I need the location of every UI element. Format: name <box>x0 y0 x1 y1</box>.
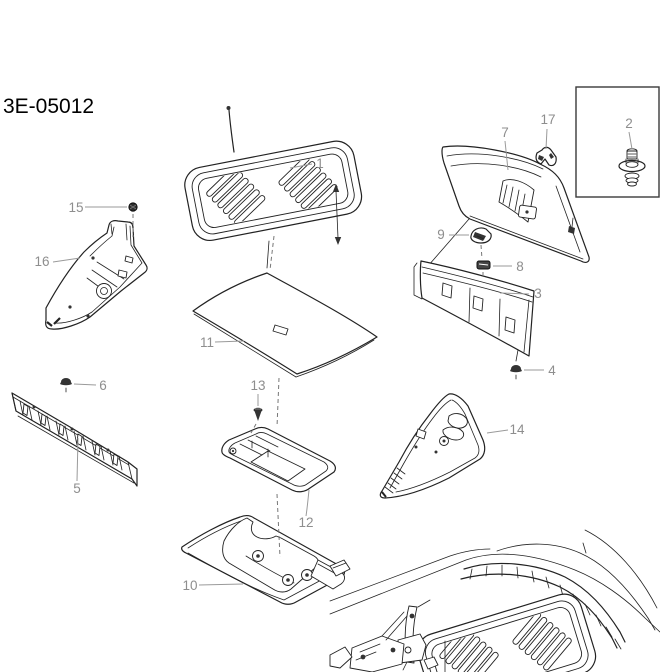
callout-15: 15 <box>68 200 83 215</box>
callout-2: 2 <box>625 116 633 131</box>
callout-16: 16 <box>34 254 49 269</box>
callout-13: 13 <box>250 378 265 393</box>
part-16-left-quarter-trim-drawing <box>45 220 148 330</box>
callout-17: 17 <box>540 112 555 127</box>
assembly-dashed-lines <box>132 214 484 558</box>
screw-13-drawing <box>253 407 263 421</box>
part-11-floor-board-drawing <box>192 240 378 378</box>
trunk-hinge-cluster <box>329 599 439 672</box>
diagram-code: 3E-05012 <box>3 95 94 118</box>
pushpin-2-drawing <box>618 148 646 187</box>
part-7-tailgate-trim-drawing <box>427 145 590 267</box>
leader-lines <box>52 128 633 586</box>
part-12-storage-tray-drawing <box>221 426 336 493</box>
part-10-floor-panel-drawing <box>181 515 346 605</box>
callout-3: 3 <box>534 286 542 301</box>
callout-6: 6 <box>99 378 107 393</box>
callout-5: 5 <box>73 481 81 496</box>
screw-6-drawing <box>60 378 72 393</box>
detail-box <box>575 86 660 198</box>
callout-labels: 1 2 3 4 5 6 7 8 9 10 11 12 13 14 15 16 1… <box>34 112 632 593</box>
clip-17-drawing <box>535 146 557 167</box>
callout-7: 7 <box>501 125 509 140</box>
callout-9: 9 <box>437 227 445 242</box>
clip-8-drawing <box>476 260 491 270</box>
callout-8: 8 <box>516 259 524 274</box>
clip-9-drawing <box>470 227 492 244</box>
screw-4-drawing <box>510 349 522 380</box>
fastener-15-drawing <box>128 202 138 212</box>
assembled-trunk-view <box>329 529 660 672</box>
callout-14: 14 <box>509 422 525 437</box>
callout-1: 1 <box>316 156 324 171</box>
part-14-right-quarter-trim-drawing <box>379 393 486 499</box>
part-1-parcel-shelf-drawing <box>184 106 363 245</box>
callout-4: 4 <box>548 363 556 378</box>
callout-12: 12 <box>298 515 313 530</box>
callout-11: 11 <box>200 335 214 350</box>
part-5-slatted-panel-drawing <box>11 392 138 487</box>
part-3-sill-trim-drawing <box>413 260 535 357</box>
callout-10: 10 <box>182 578 197 593</box>
